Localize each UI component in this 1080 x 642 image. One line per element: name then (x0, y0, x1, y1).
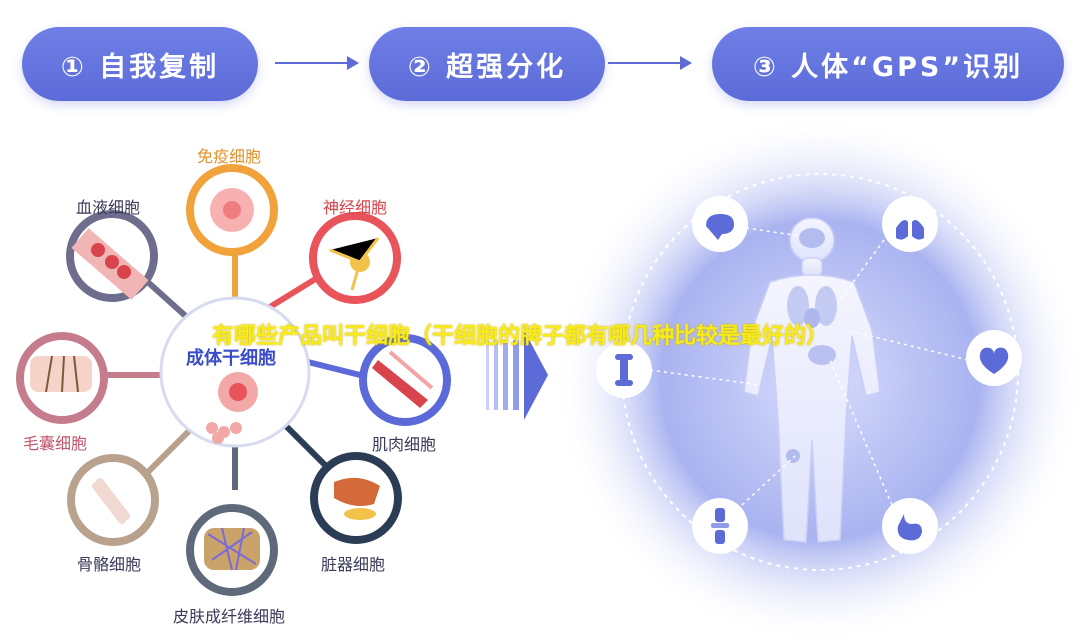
step-3-label: ③ 人体“GPS”识别 (752, 51, 1024, 83)
step-arrow-1 (275, 56, 359, 70)
step-1-label: ① 自我复制 (60, 51, 220, 83)
center-label: 成体干细胞 (186, 348, 276, 369)
blood-cell-label: 血液细胞 (76, 198, 141, 217)
organ-connectors (649, 227, 969, 506)
neuron-cell-circle (309, 212, 401, 304)
immune-cell-circle (186, 164, 278, 256)
organ-cell-label: 脏器细胞 (321, 555, 386, 574)
body-lung-right (815, 286, 837, 326)
heart-icon (966, 330, 1022, 386)
step-3-pill: ③ 人体“GPS”识别 (712, 27, 1064, 101)
neuron-cell-label: 神经细胞 (323, 198, 388, 217)
hair-follicle-label: 毛囊细胞 (23, 434, 88, 453)
blood-cell-circle (66, 210, 158, 302)
knee-joint-icon (692, 498, 748, 554)
muscle-cell-label: 肌肉细胞 (372, 435, 437, 454)
overlay-caption: 有哪些产品叫干细胞（干细胞的牌子都有哪几种比较是最好的） (211, 324, 828, 349)
organ-cell-circle (310, 452, 402, 544)
skin-fibroblast-label: 皮肤成纤维细胞 (173, 607, 286, 626)
skin-fibroblast-circle (186, 504, 278, 596)
body-heart-mark (804, 308, 820, 328)
hair-follicle-circle (16, 332, 108, 424)
transition-arrow (486, 330, 548, 420)
step-1-pill: ① 自我复制 (22, 27, 258, 101)
muscle-cell-circle (359, 334, 451, 426)
lungs-icon (882, 196, 938, 252)
body-lung-left (787, 286, 809, 326)
step-2-label: ② 超强分化 (407, 51, 567, 83)
adult-stem-cell-hub (159, 296, 311, 448)
bone-cell-label: 骨骼细胞 (77, 555, 142, 574)
body-knee-mark (786, 449, 800, 463)
body-stomach-mark (808, 345, 836, 365)
immune-cell-label: 免疫细胞 (197, 147, 262, 166)
step-2-pill: ② 超强分化 (369, 27, 605, 101)
bone-icon (596, 342, 652, 398)
step-arrow-2 (608, 56, 692, 70)
stomach-icon (882, 498, 938, 554)
bone-cell-circle (67, 454, 159, 546)
body-brain-mark (799, 228, 825, 248)
brain-icon (692, 196, 748, 252)
